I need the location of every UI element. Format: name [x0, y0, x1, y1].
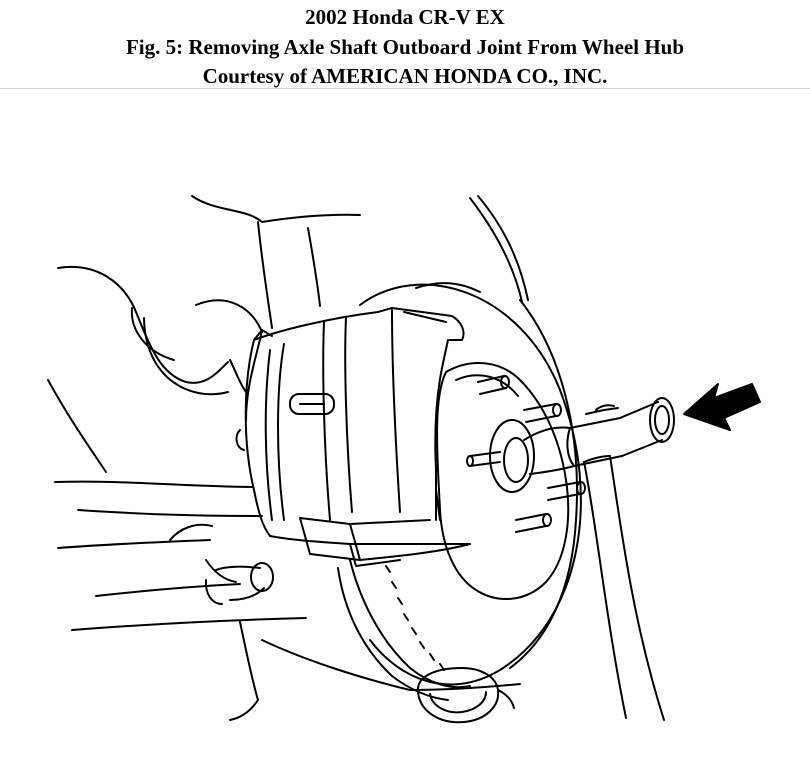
bushing — [409, 667, 521, 724]
wheel-studs — [466, 375, 586, 533]
suspension-background — [47, 195, 529, 473]
brake-rotor — [337, 282, 582, 701]
vehicle-title: 2002 Honda CR-V EX — [305, 5, 505, 29]
axle-puller-tool — [523, 397, 675, 721]
lower-control-arm — [54, 480, 411, 721]
brake-caliper — [235, 307, 471, 567]
courtesy-line: Courtesy of AMERICAN HONDA CO., INC. — [202, 64, 608, 88]
figure-caption: Fig. 5: Removing Axle Shaft Outboard Joi… — [125, 34, 685, 59]
wheel-hub — [436, 362, 586, 600]
figure-header: 2002 Honda CR-V EX Fig. 5: Removing Axle… — [0, 0, 810, 89]
wheel-hub-illustration — [47, 195, 761, 724]
force-direction-arrow — [683, 383, 761, 431]
illustration-area — [0, 89, 810, 759]
